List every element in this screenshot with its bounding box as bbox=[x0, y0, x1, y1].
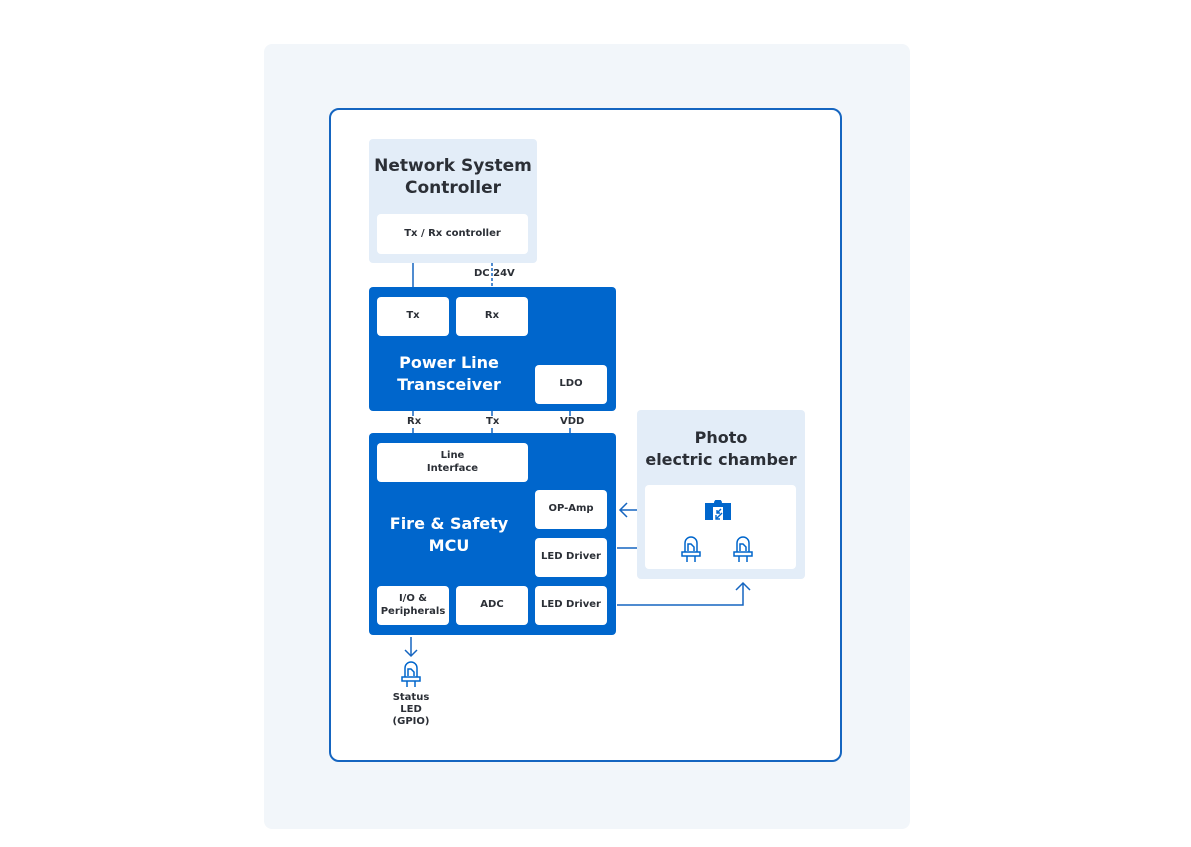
rx-block: Rx bbox=[456, 297, 528, 336]
signal-dc24v: DC 24V bbox=[474, 268, 515, 279]
arrow-head-status bbox=[404, 649, 418, 658]
led-driver-block-2: LED Driver bbox=[535, 586, 607, 625]
chamber-inner-panel bbox=[645, 485, 796, 569]
signal-rx: Rx bbox=[406, 416, 423, 428]
line-interface-block: Line Interface bbox=[377, 443, 528, 482]
arrow-head-opamp bbox=[618, 502, 628, 518]
op-amp-block: OP-Amp bbox=[535, 490, 607, 529]
adc-block: ADC bbox=[456, 586, 528, 625]
network-controller-title: Network System Controller bbox=[374, 156, 532, 198]
led-icon bbox=[681, 536, 701, 562]
tx-rx-controller-block: Tx / Rx controller bbox=[377, 214, 528, 254]
power-line-transceiver-title: Power Line Transceiver bbox=[397, 353, 501, 394]
mcu-title: Fire & Safety MCU bbox=[389, 514, 509, 555]
signal-vdd: VDD bbox=[559, 416, 586, 428]
photo-chamber-title: Photo electric chamber bbox=[645, 428, 797, 469]
led-driver-block-1: LED Driver bbox=[535, 538, 607, 577]
arrow-head-chamber bbox=[735, 581, 751, 591]
wire-leddriver2-chamber bbox=[617, 583, 744, 606]
ldo-block: LDO bbox=[535, 365, 607, 404]
status-led-caption: Status LED (GPIO) bbox=[392, 692, 430, 727]
status-led-icon bbox=[401, 661, 421, 687]
signal-tx: Tx bbox=[485, 416, 501, 428]
tx-block: Tx bbox=[377, 297, 449, 336]
io-peripherals-block: I/O & Peripherals bbox=[377, 586, 449, 625]
photodiode-icon bbox=[705, 500, 731, 520]
led-icon bbox=[733, 536, 753, 562]
